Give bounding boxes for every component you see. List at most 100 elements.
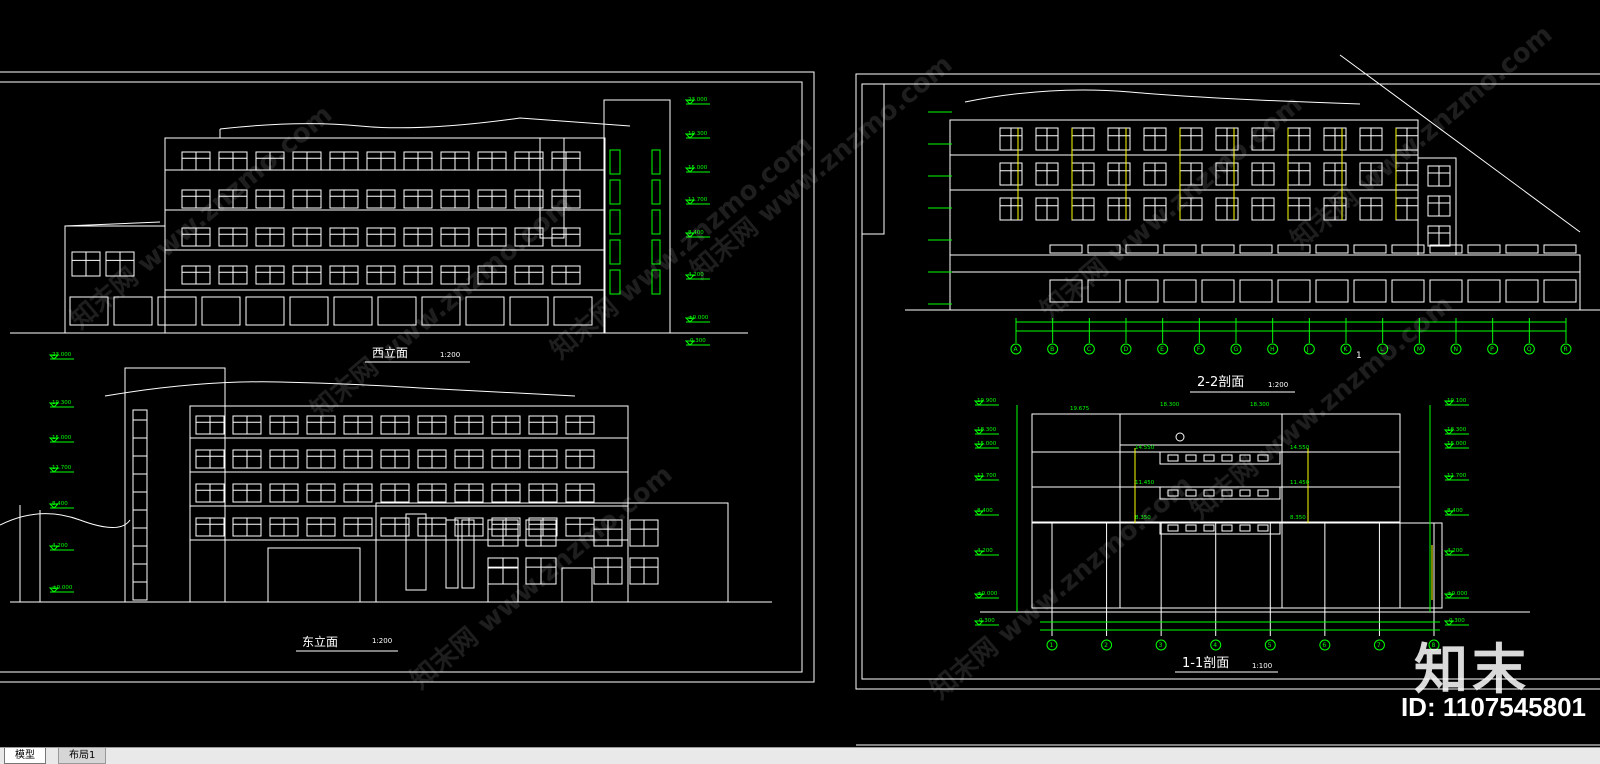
- stair-window-green: [651, 209, 661, 235]
- layout-tab-bar: 模型 布局1: [0, 747, 1600, 764]
- axis-label: B: [1050, 346, 1054, 353]
- rail-panel: [1203, 454, 1215, 462]
- storefront: [465, 296, 505, 326]
- shop-front: [1049, 279, 1083, 303]
- axis-bubble: [1210, 639, 1222, 651]
- axis-bubble: [1193, 343, 1205, 355]
- rail-panel: [1239, 454, 1251, 462]
- axis-label: 4: [1213, 642, 1217, 649]
- axis-bubble: [1450, 343, 1462, 355]
- storefront: [69, 296, 109, 326]
- west-level-label: -0.300: [688, 338, 706, 344]
- rail-panel: [1257, 489, 1269, 497]
- left-level-label: -0.300: [977, 618, 995, 624]
- axis-bubble: [1340, 343, 1352, 355]
- left-level-label: ±0.000: [977, 591, 998, 597]
- level-triangle: [1443, 550, 1455, 556]
- east-level-label: 15.000: [52, 435, 72, 441]
- axis-bubble: [1523, 343, 1535, 355]
- podium-column: [445, 519, 459, 589]
- shop-front: [1543, 279, 1577, 303]
- axis-label: A: [1014, 346, 1019, 353]
- rail-panel: [1203, 524, 1215, 532]
- level-triangle: [973, 429, 985, 435]
- watermark-text: 知末网 www.znzmo.com: [685, 49, 958, 285]
- shop-front: [1391, 279, 1425, 303]
- podium-block: [375, 502, 729, 603]
- level-triangle: [684, 340, 696, 346]
- axis-label: 2: [1104, 642, 1108, 649]
- shop-front: [1505, 279, 1539, 303]
- low-wing-roof: [64, 221, 161, 227]
- west-level-label: 11.700: [688, 197, 708, 203]
- rail-panel: [1203, 489, 1215, 497]
- right-level-label: 18.300: [1447, 427, 1467, 433]
- level-triangle: [48, 402, 60, 408]
- axis-bubble: [1428, 639, 1440, 651]
- watermark-logo: 知末: [1414, 638, 1530, 701]
- left-level-label: 11.700: [977, 473, 997, 479]
- inner-level-label: 14.550: [1290, 445, 1310, 451]
- shop-front: [1353, 279, 1387, 303]
- stair-tower: [603, 99, 671, 334]
- railing: [1543, 244, 1577, 254]
- section-symbol: [1175, 432, 1185, 442]
- axis-label: C: [1087, 346, 1091, 353]
- axis-bubble: [1264, 639, 1276, 651]
- section22-title: 2-2剖面: [1197, 375, 1244, 390]
- shop-front: [1315, 279, 1349, 303]
- stair-window-green: [651, 239, 661, 265]
- level-triangle: [1443, 593, 1455, 599]
- entrance-door: [561, 567, 593, 603]
- rail-panel: [1167, 524, 1179, 532]
- left-level-label: 4.200: [977, 548, 993, 554]
- low-wing-outline: [64, 225, 166, 334]
- axis-label: H: [1270, 346, 1275, 353]
- inner-level-label: 8.350: [1290, 515, 1306, 521]
- railing: [1277, 244, 1311, 254]
- stair-window-green: [609, 149, 621, 175]
- level-triangle: [684, 167, 696, 173]
- tab-layout1[interactable]: 布局1: [58, 748, 107, 764]
- shop-front: [1277, 279, 1311, 303]
- east-level-label: 19.300: [52, 400, 72, 406]
- axis-label: E: [1160, 346, 1164, 353]
- tall-window: [539, 137, 565, 239]
- corridor-rail: [1159, 521, 1281, 535]
- west-elevation-drawing: 23.00019.30015.00011.7008.4004.200±0.000…: [10, 97, 748, 346]
- axis-bubble: [1155, 639, 1167, 651]
- right-level-label: 15.000: [1447, 441, 1467, 447]
- shop-front: [1201, 279, 1235, 303]
- roof-curve: [964, 89, 1361, 105]
- west-level-label: ±0.000: [688, 315, 709, 321]
- axis-label: N: [1454, 346, 1459, 353]
- shop-front: [1467, 279, 1501, 303]
- level-triangle: [1443, 429, 1455, 435]
- top-level-label: 18.300: [1160, 402, 1180, 408]
- watermark-text: 知末网 www.znzmo.com: [1185, 289, 1458, 525]
- stair-window-green: [609, 239, 621, 265]
- stair-window: [132, 409, 148, 601]
- axis-bubble: [1120, 343, 1132, 355]
- storefront: [245, 296, 285, 326]
- axis-label: M: [1417, 346, 1422, 353]
- storefront: [553, 296, 593, 326]
- section-marker: 1: [1356, 351, 1362, 361]
- east-title: 东立面: [302, 634, 338, 649]
- axis-label: K: [1344, 346, 1349, 353]
- axis-label: D: [1124, 346, 1129, 353]
- axis-label: J: [1306, 346, 1309, 353]
- tab-model[interactable]: 模型: [4, 748, 46, 764]
- left-level-label: 8.400: [977, 508, 993, 514]
- left-level-label: 19.900: [977, 398, 997, 404]
- level-triangle: [973, 510, 985, 516]
- west-title: 西立面: [372, 345, 408, 360]
- axis-label: 5: [1268, 642, 1272, 649]
- stair-window-green: [609, 209, 621, 235]
- rail-panel: [1167, 489, 1179, 497]
- watermark-text: 知末网 www.znzmo.com: [1285, 19, 1558, 255]
- level-triangle: [973, 400, 985, 406]
